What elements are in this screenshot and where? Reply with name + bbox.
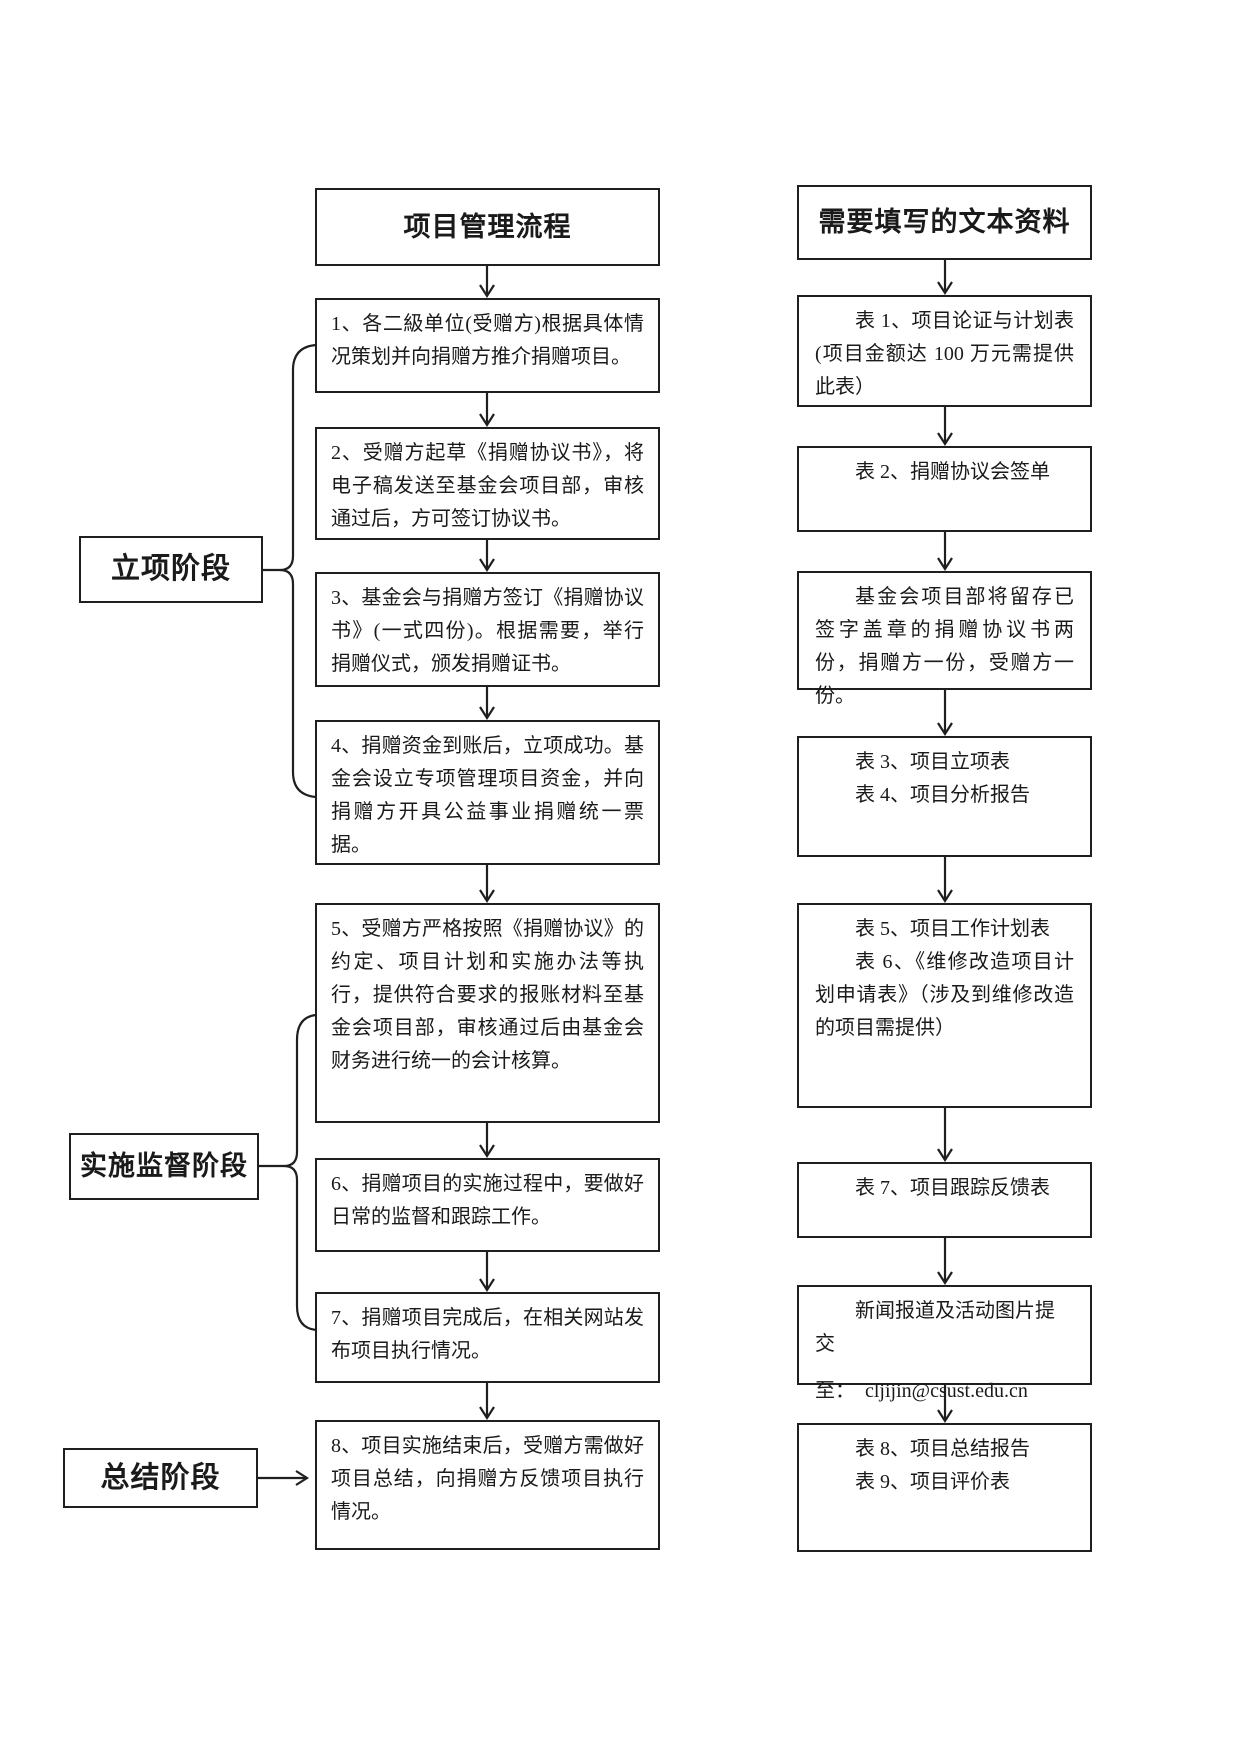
arrow-right-icon: [258, 1470, 310, 1486]
step-3-text: 3、基金会与捐赠方签订《捐赠协议书》(一式四份)。根据需要，举行捐赠仪式，颁发捐…: [331, 587, 644, 675]
doc-3-text: 基金会项目部将留存已签字盖章的捐赠协议书两份，捐赠方一份，受赠方一份。: [815, 586, 1074, 707]
doc-8-line-1: 表 8、项目总结报告: [855, 1438, 1030, 1460]
arrow-down-icon: [937, 260, 953, 1424]
step-box-2: 2、受赠方起草《捐赠协议书》，将电子稿发送至基金会项目部，审核通过后，方可签订协…: [315, 427, 660, 540]
phase-box-summary: 总结阶段: [63, 1448, 258, 1508]
phase-box-supervision: 实施监督阶段: [69, 1133, 259, 1200]
doc-box-3: 基金会项目部将留存已签字盖章的捐赠协议书两份，捐赠方一份，受赠方一份。: [797, 571, 1092, 707]
phase-initiation-label: 立项阶段: [110, 553, 231, 585]
doc-1-text: 表 1、项目论证与计划表(项目金额达 100 万元需提供此表）: [815, 310, 1074, 398]
step-box-7: 7、捐赠项目完成后，在相关网站发布项目执行情况。: [315, 1292, 660, 1383]
phase-brace-icon: [263, 343, 317, 799]
step-6-text: 6、捐赠项目的实施过程中，要做好日常的监督和跟踪工作。: [331, 1173, 644, 1228]
doc-8-line-2: 表 9、项目评价表: [855, 1471, 1010, 1493]
step-5-text: 5、受赠方严格按照《捐赠协议》的约定、项目计划和实施办法等执行，提供符合要求的报…: [331, 918, 644, 1072]
phase-supervision-label: 实施监督阶段: [80, 1151, 248, 1181]
doc-5-line-1: 表 5、项目工作计划表: [855, 918, 1050, 940]
doc-box-5: 表 5、项目工作计划表 表 6、《维修改造项目计划申请表》（涉及到维修改造的项目…: [797, 903, 1092, 1108]
step-4-text: 4、捐赠资金到账后，立项成功。基金会设立专项管理项目资金，并向捐赠方开具公益事业…: [331, 735, 644, 856]
step-1-text: 1、各二級单位(受赠方)根据具体情况策划并向捐赠方推介捐赠项目。: [331, 313, 644, 368]
step-box-8: 8、项目实施结束后，受赠方需做好项目总结，向捐赠方反馈项目执行情况。: [315, 1420, 660, 1550]
right-flow-title: 需要填写的文本资料: [797, 185, 1092, 260]
step-7-text: 7、捐赠项目完成后，在相关网站发布项目执行情况。: [331, 1307, 644, 1362]
step-box-1: 1、各二級单位(受赠方)根据具体情况策划并向捐赠方推介捐赠项目。: [315, 298, 660, 393]
doc-box-2: 表 2、捐赠协议会签单: [797, 446, 1092, 532]
doc-6-text: 表 7、项目跟踪反馈表: [855, 1177, 1050, 1199]
doc-5-line-2: 表 6、《维修改造项目计划申请表》（涉及到维修改造的项目需提供）: [815, 951, 1074, 1039]
step-2-text: 2、受赠方起草《捐赠协议书》，将电子稿发送至基金会项目部，审核通过后，方可签订协…: [331, 442, 644, 530]
doc-2-text: 表 2、捐赠协议会签单: [855, 461, 1050, 483]
doc-box-4: 表 3、项目立项表 表 4、项目分析报告: [797, 736, 1092, 857]
step-8-text: 8、项目实施结束后，受赠方需做好项目总结，向捐赠方反馈项目执行情况。: [331, 1435, 644, 1523]
step-box-3: 3、基金会与捐赠方签订《捐赠协议书》(一式四份)。根据需要，举行捐赠仪式，颁发捐…: [315, 572, 660, 687]
left-flow-title: 项目管理流程: [315, 188, 660, 266]
doc-4-line-2: 表 4、项目分析报告: [855, 784, 1030, 806]
left-flow-title-text: 项目管理流程: [403, 211, 572, 242]
arrow-down-icon: [479, 266, 495, 1421]
doc-box-6: 表 7、项目跟踪反馈表: [797, 1162, 1092, 1238]
doc-box-1: 表 1、项目论证与计划表(项目金额达 100 万元需提供此表）: [797, 295, 1092, 407]
step-box-6: 6、捐赠项目的实施过程中，要做好日常的监督和跟踪工作。: [315, 1158, 660, 1252]
right-flow-title-text: 需要填写的文本资料: [818, 207, 1071, 237]
doc-box-8: 表 8、项目总结报告 表 9、项目评价表: [797, 1423, 1092, 1552]
doc-7-line-1: 新闻报道及活动图片提交: [815, 1300, 1055, 1355]
step-box-5: 5、受赠方严格按照《捐赠协议》的约定、项目计划和实施办法等执行，提供符合要求的报…: [315, 903, 660, 1123]
phase-box-initiation: 立项阶段: [79, 536, 263, 603]
doc-4-line-1: 表 3、项目立项表: [855, 751, 1010, 773]
phase-brace-icon: [259, 1013, 317, 1332]
doc-box-7: 新闻报道及活动图片提交 至： cljijin@csust.edu.cn: [797, 1285, 1092, 1402]
phase-summary-label: 总结阶段: [100, 1461, 221, 1494]
doc-7-email-line: 至： cljijin@csust.edu.cn: [815, 1380, 1028, 1402]
step-box-4: 4、捐赠资金到账后，立项成功。基金会设立专项管理项目资金，并向捐赠方开具公益事业…: [315, 720, 660, 865]
